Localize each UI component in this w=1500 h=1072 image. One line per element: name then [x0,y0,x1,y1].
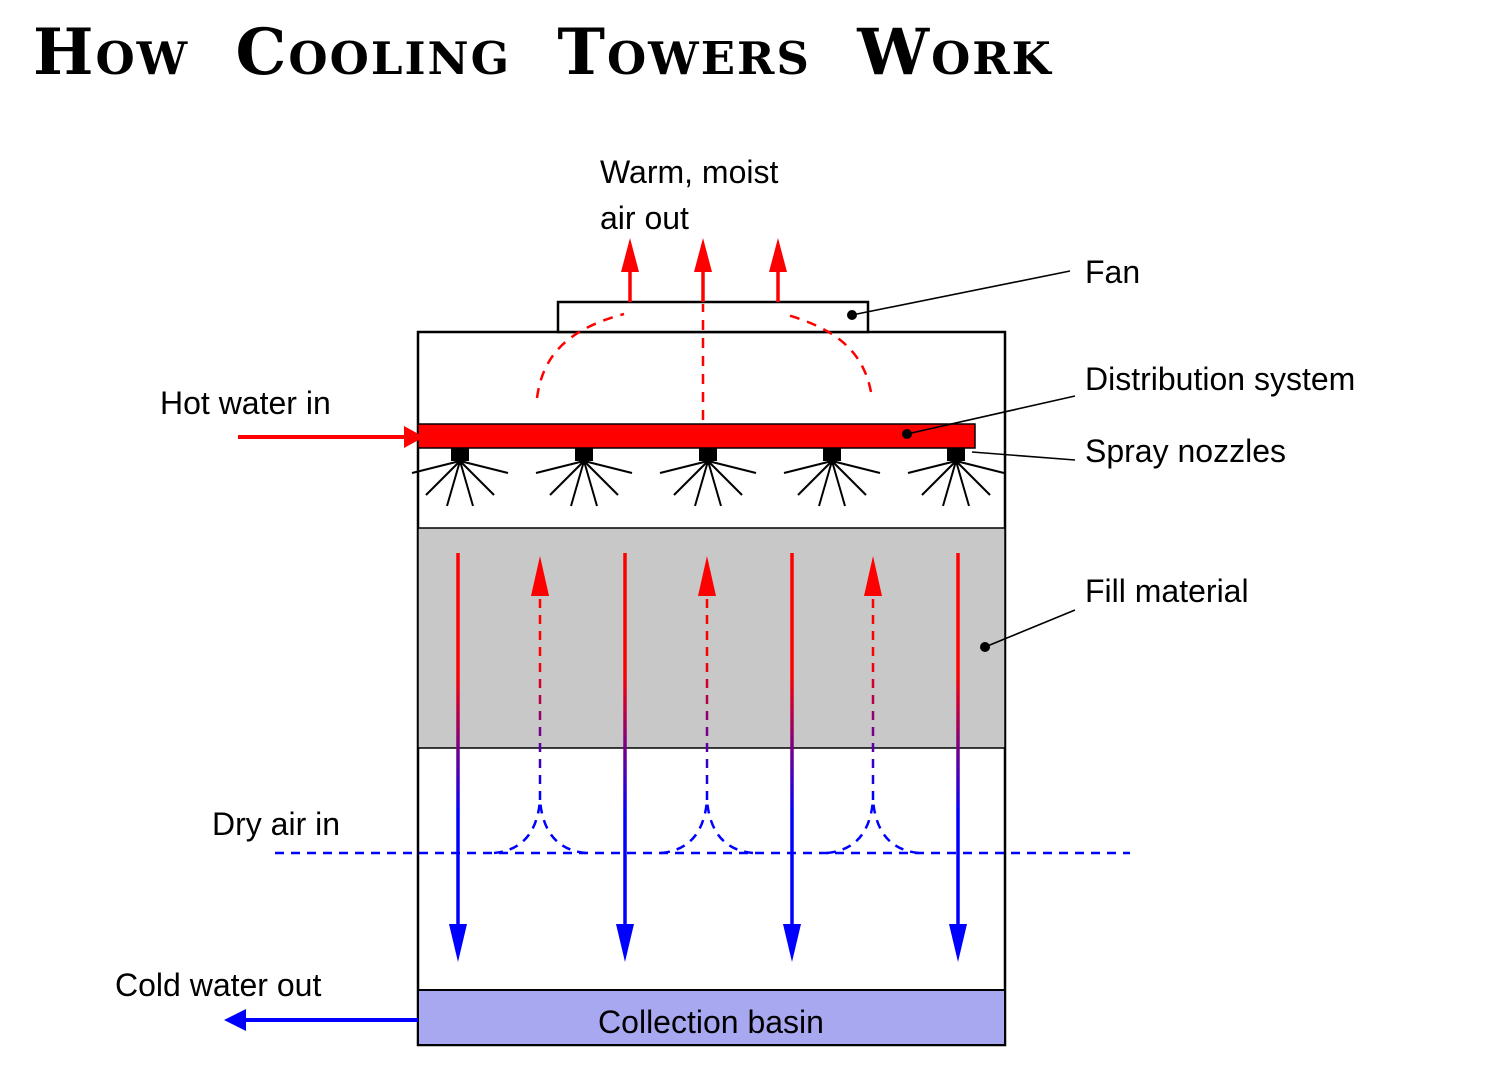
collection-basin-block [417,989,1006,1046]
fill-material-block [417,527,1006,749]
warm-air-path-right [783,312,873,393]
fill-material-pointer-line [984,609,1076,648]
fan-pointer-line [851,270,1071,316]
spray-nozzles-pointer-line [971,451,1076,461]
collection-basin-label: Collection basin [598,1004,824,1040]
warm-air-arrow [692,236,714,304]
fan-label: Fan [1085,254,1140,290]
fill-material-label: Fill material [1085,573,1249,609]
warm-air-path-left [535,312,625,399]
hot-water-arrowhead [404,426,424,448]
fill-material-pointer-dot [980,642,990,652]
warm-air-label-line2: air out [600,200,689,236]
spray-nozzles-label: Spray nozzles [1085,433,1286,469]
hot-water-in-label: Hot water in [160,385,331,421]
fan-pointer-dot [847,310,857,320]
warm-air-label-line1: Warm, moist [600,154,778,190]
page-title: How Cooling Towers Work [33,15,1053,90]
fan-housing [556,300,870,334]
cold-water-arrowhead [224,1009,246,1031]
distribution-system-label: Distribution system [1085,361,1355,397]
warm-air-arrow [619,236,641,304]
dry-air-in-label: Dry air in [212,806,340,842]
distribution-pointer-line [906,395,1076,435]
cold-water-out-label: Cold water out [115,967,321,1003]
distribution-pointer-dot [902,429,912,439]
distribution-system-bar [417,423,976,449]
warm-air-arrow [767,236,789,304]
